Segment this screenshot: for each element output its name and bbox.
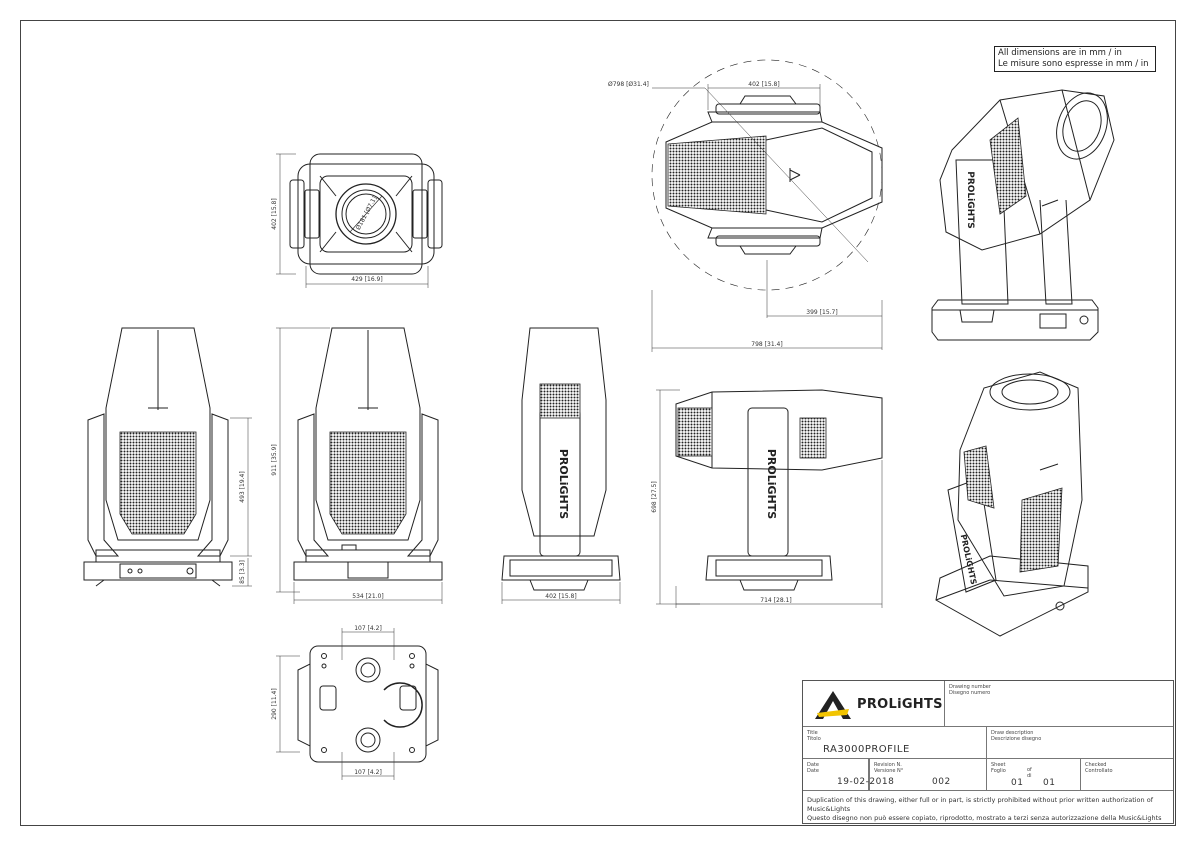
side-view-tilted-grille-left: [677, 407, 713, 457]
side-view-horizontal: [651, 59, 883, 291]
description-label-en: Draw description: [991, 730, 1034, 736]
of-value: 01: [1043, 778, 1056, 788]
dim-bottom-top-spacing: 107 [4.2]: [354, 625, 382, 632]
front-view-left-grille: [119, 431, 197, 535]
footer-en: Duplication of this drawing, either full…: [807, 796, 1153, 813]
units-note: All dimensions are in mm / in Le misure …: [994, 46, 1156, 72]
drawing-number-label-it: Disegno numero: [949, 690, 991, 696]
description-label-it: Descrizione disegno: [991, 736, 1042, 742]
top-view: [289, 153, 443, 275]
dim-side-width: 402 [15.8]: [545, 593, 576, 600]
sheet-label-it: Foglio: [991, 768, 1006, 774]
isometric-upright-grille-2: [1019, 487, 1063, 573]
date-label-en: Date: [807, 762, 819, 768]
side-view-tilted-grille-right: [799, 417, 827, 459]
side-view-grille: [667, 135, 767, 215]
side-view-upright-brand: PROLiGHTS: [557, 449, 570, 519]
dim-lens-diameter: Ø181 [Ø7.1]: [355, 195, 379, 231]
dim-top-yoke-width: 402 [15.8]: [748, 81, 779, 88]
front-view-center-grille: [329, 431, 407, 535]
isometric-view-upright: [935, 371, 1089, 637]
date-value: 19-02-2018: [837, 777, 895, 787]
front-view-left-dimensions: [230, 417, 252, 587]
bottom-view: [297, 645, 439, 763]
prolights-logo-text: PROLiGHTS: [857, 697, 943, 712]
dim-tilted-height: 698 [27.5]: [651, 481, 658, 512]
checked-cell: Checked Controllato: [1081, 759, 1173, 791]
date-cell: Date Date 19-02-2018: [803, 759, 894, 791]
sheet-label-en: Sheet: [991, 762, 1006, 768]
dim-total-height: 911 [35.9]: [271, 444, 278, 475]
checked-label-it: Controllato: [1085, 768, 1113, 774]
title-block-logo-cell: PROLiGHTS: [803, 681, 945, 727]
title-value: RA3000PROFILE: [823, 744, 910, 755]
units-note-en: All dimensions are in mm / in: [998, 48, 1122, 58]
side-view-tilted-brand: PROLiGHTS: [765, 449, 778, 519]
date-label-it: Date: [807, 768, 819, 774]
dim-front-width: 534 [21.0]: [352, 593, 383, 600]
side-view-upright-dimensions: [501, 582, 621, 604]
front-view-left: [83, 327, 233, 587]
sheet-value: 01: [1011, 778, 1024, 788]
dim-swing-diameter: Ø798 [Ø31.4]: [608, 81, 649, 88]
revision-value: 002: [932, 777, 951, 787]
of-label-it: di: [1027, 773, 1032, 779]
title-cell: Title Titolo RA3000PROFILE: [803, 727, 987, 759]
title-label-en: Title: [807, 730, 818, 736]
top-view-dimensions: [276, 153, 429, 288]
drawing-number-cell: Drawing number Disegno numero: [945, 681, 1173, 727]
dim-tilted-length: 714 [28.1]: [760, 597, 791, 604]
sheet-cell: Sheet Foglio of di 01 01: [987, 759, 1081, 791]
isometric-view-tilted: [931, 89, 1115, 341]
side-view-tilted-dimensions: [656, 389, 883, 608]
revision-cell: Revision N. Versione N° 002: [869, 759, 987, 791]
front-view-center: [293, 327, 443, 581]
dim-front-height-upper: 493 [19.4]: [239, 471, 246, 502]
dim-front-base-height: 85 [3.3]: [239, 560, 246, 584]
dim-side-half-length: 399 [15.7]: [806, 309, 837, 316]
footer-cell: Duplication of this drawing, either full…: [803, 791, 1173, 823]
isometric-tilted-brand: PROLiGHTS: [965, 171, 975, 229]
dim-top-height: 402 [15.8]: [271, 198, 278, 229]
bottom-view-dimensions: [276, 628, 395, 780]
of-label-en: of: [1027, 767, 1032, 773]
isometric-upright-grille: [963, 445, 995, 509]
side-view-dimensions: [651, 84, 883, 352]
title-block: PROLiGHTS Drawing number Disegno numero …: [802, 680, 1174, 824]
front-view-center-dimensions: [276, 327, 443, 604]
side-view-tilted: [675, 389, 883, 591]
checked-label-en: Checked: [1085, 762, 1107, 768]
dim-bottom-bottom-spacing: 107 [4.2]: [354, 769, 382, 776]
revision-label-it: Versione N°: [874, 768, 904, 774]
dim-bottom-height: 290 [11.4]: [271, 688, 278, 719]
isometric-tilted-grille: [989, 117, 1027, 215]
drawing-frame: [20, 20, 1176, 826]
dim-side-total-length: 798 [31.4]: [751, 341, 782, 348]
footer-it: Questo disegno non può essere copiato, r…: [807, 814, 1162, 822]
isometric-upright-brand: PROLiGHTS: [959, 534, 978, 586]
prolights-logo-icon: [815, 691, 851, 719]
title-label-it: Titolo: [807, 736, 821, 742]
drawing-number-label-en: Drawing number: [949, 684, 991, 690]
dim-top-width: 429 [16.9]: [351, 276, 382, 283]
description-cell: Draw description Descrizione disegno: [987, 727, 1173, 759]
units-note-it: Le misure sono espresse in mm / in: [998, 59, 1149, 69]
side-view-upright-grille: [539, 383, 581, 419]
revision-label-en: Revision N.: [874, 762, 902, 768]
